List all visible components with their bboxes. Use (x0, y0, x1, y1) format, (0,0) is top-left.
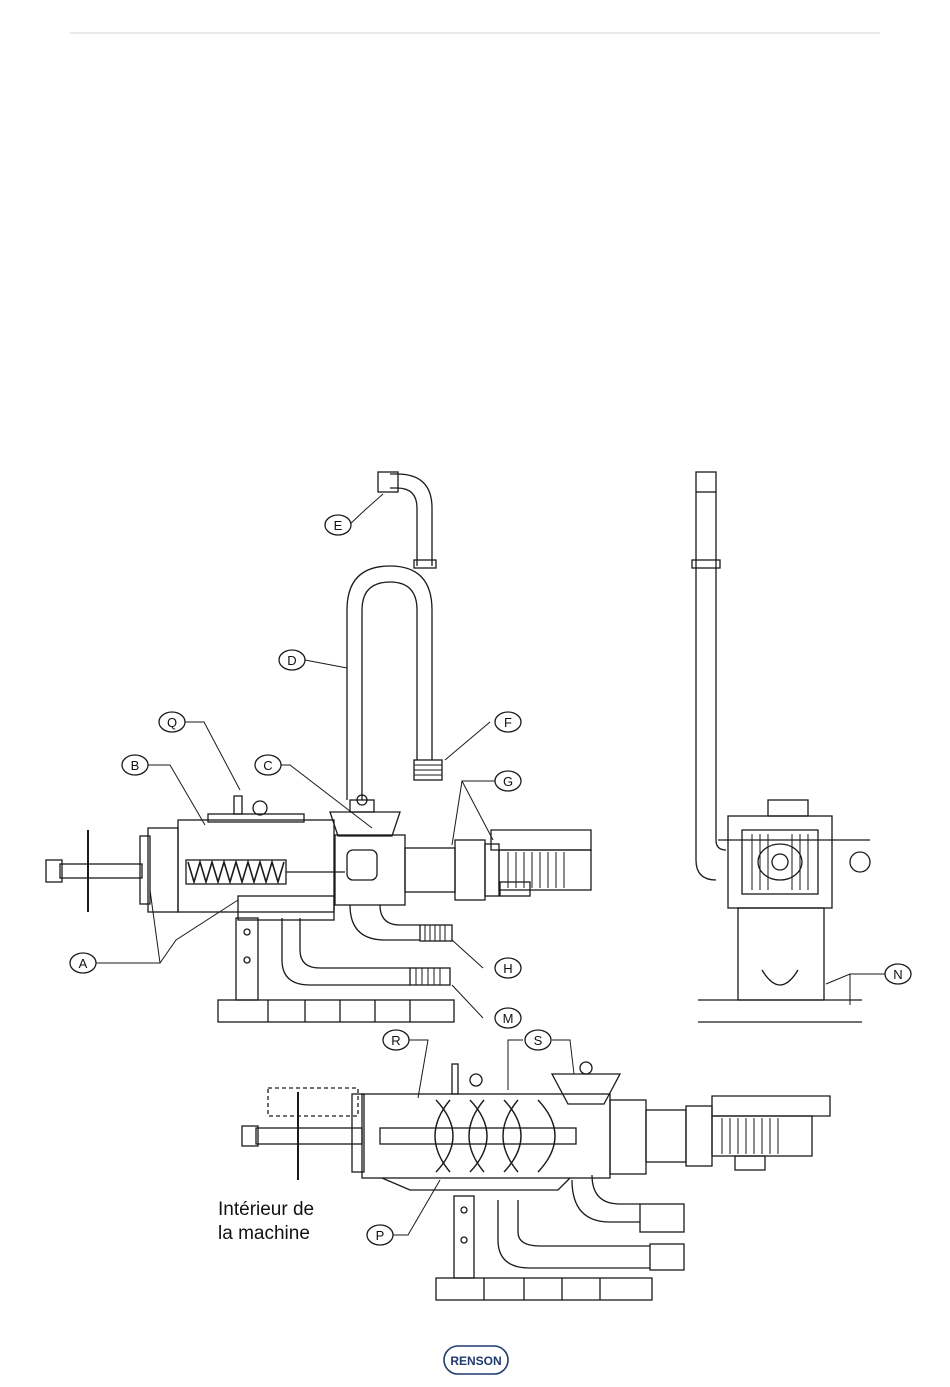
outlet-pipe-m (282, 918, 410, 985)
logo-text: RENSON (450, 1354, 501, 1368)
callout-h: H (495, 958, 521, 978)
svg-text:M: M (503, 1011, 514, 1026)
renson-logo: RENSON (443, 1345, 509, 1375)
callout-a: A (70, 953, 96, 973)
svg-text:Q: Q (167, 715, 177, 730)
outlet-pipe-h (350, 905, 420, 940)
stand-bracket (236, 918, 258, 1000)
svg-text:B: B (131, 758, 140, 773)
svg-text:R: R (391, 1033, 400, 1048)
motor (499, 850, 591, 890)
svg-text:S: S (534, 1033, 543, 1048)
side-view (46, 472, 591, 1022)
pump-head (335, 835, 405, 905)
svg-text:P: P (376, 1228, 385, 1243)
spring (188, 862, 284, 882)
callout-r: R (383, 1030, 409, 1050)
callout-d: D (279, 650, 305, 670)
callout-g: G (495, 771, 521, 791)
callout-n: N (885, 964, 911, 984)
callout-q: Q (159, 712, 185, 732)
svg-text:H: H (503, 961, 512, 976)
svg-text:A: A (79, 956, 88, 971)
callout-p: P (367, 1225, 393, 1245)
end-view (692, 472, 870, 1022)
callout-e: E (325, 515, 351, 535)
interior-screw-housing (362, 1094, 610, 1178)
interior-caption: Intérieur de la machine (218, 1198, 314, 1246)
interior-view (242, 1062, 830, 1300)
svg-text:E: E (334, 518, 343, 533)
svg-text:F: F (504, 715, 512, 730)
callout-s: S (525, 1030, 551, 1050)
svg-text:C: C (263, 758, 272, 773)
screw-flights (435, 1100, 555, 1172)
svg-text:D: D (287, 653, 296, 668)
svg-text:G: G (503, 774, 513, 789)
callout-f: F (495, 712, 521, 732)
callout-b: B (122, 755, 148, 775)
interior-base-plate (436, 1278, 652, 1300)
base-plate (218, 1000, 454, 1022)
svg-text:N: N (893, 967, 902, 982)
callout-m: M (495, 1008, 521, 1028)
callout-c: C (255, 755, 281, 775)
